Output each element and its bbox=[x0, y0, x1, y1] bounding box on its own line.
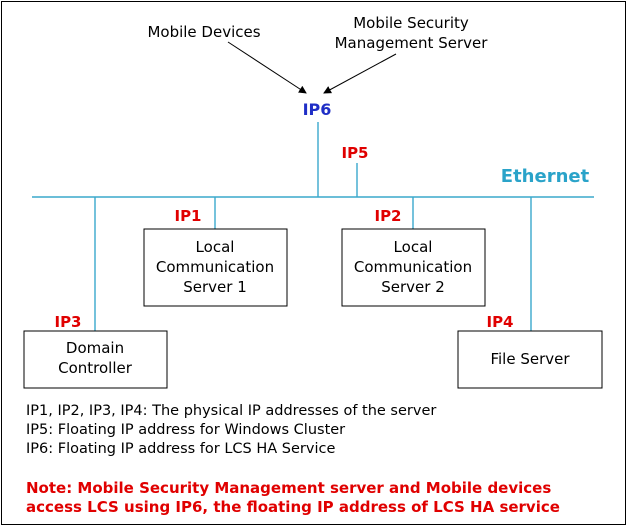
arrow-mobile-devices bbox=[227, 41, 307, 94]
ip1-label: IP1 bbox=[174, 207, 201, 225]
network-diagram: Mobile Devices Mobile Security Managemen… bbox=[23, 14, 603, 389]
lcs2-box bbox=[341, 228, 486, 307]
dc-text-2: Controller bbox=[58, 359, 133, 377]
ethernet-label: Ethernet bbox=[501, 166, 590, 187]
note-line-1: Note: Mobile Security Management server … bbox=[26, 479, 552, 497]
lcs1-box bbox=[143, 228, 288, 307]
note-line-2: access LCS using IP6, the floating IP ad… bbox=[26, 498, 560, 516]
fs-text: File Server bbox=[490, 350, 570, 368]
legend-line-3: IP6: Floating IP address for LCS HA Serv… bbox=[26, 441, 336, 457]
ip2-label: IP2 bbox=[374, 207, 401, 225]
ip5-label: IP5 bbox=[341, 144, 368, 162]
mobile-devices-label: Mobile Devices bbox=[147, 23, 260, 41]
legend-line-1: IP1, IP2, IP3, IP4: The physical IP addr… bbox=[26, 403, 437, 419]
ip6-label: IP6 bbox=[303, 100, 332, 119]
arrow-msms bbox=[323, 53, 397, 94]
dc-text-1: Domain bbox=[66, 339, 124, 357]
msms-label-line1: Mobile Security bbox=[353, 14, 469, 32]
lcs2-text-3: Server 2 bbox=[381, 278, 445, 296]
lcs1-text-1: Local bbox=[196, 238, 235, 256]
msms-label-line2: Management Server bbox=[335, 34, 489, 52]
ip4-label: IP4 bbox=[486, 313, 513, 331]
lcs2-text-1: Local bbox=[394, 238, 433, 256]
ip3-label: IP3 bbox=[54, 313, 81, 331]
lcs1-text-3: Server 1 bbox=[183, 278, 247, 296]
dc-box bbox=[23, 330, 168, 389]
legend-line-2: IP5: Floating IP address for Windows Clu… bbox=[26, 422, 346, 438]
legend: IP1, IP2, IP3, IP4: The physical IP addr… bbox=[26, 402, 436, 459]
note: Note: Mobile Security Management server … bbox=[26, 479, 616, 517]
lcs1-text-2: Communication bbox=[156, 258, 274, 276]
lcs2-text-2: Communication bbox=[354, 258, 472, 276]
fs-box bbox=[457, 330, 603, 389]
